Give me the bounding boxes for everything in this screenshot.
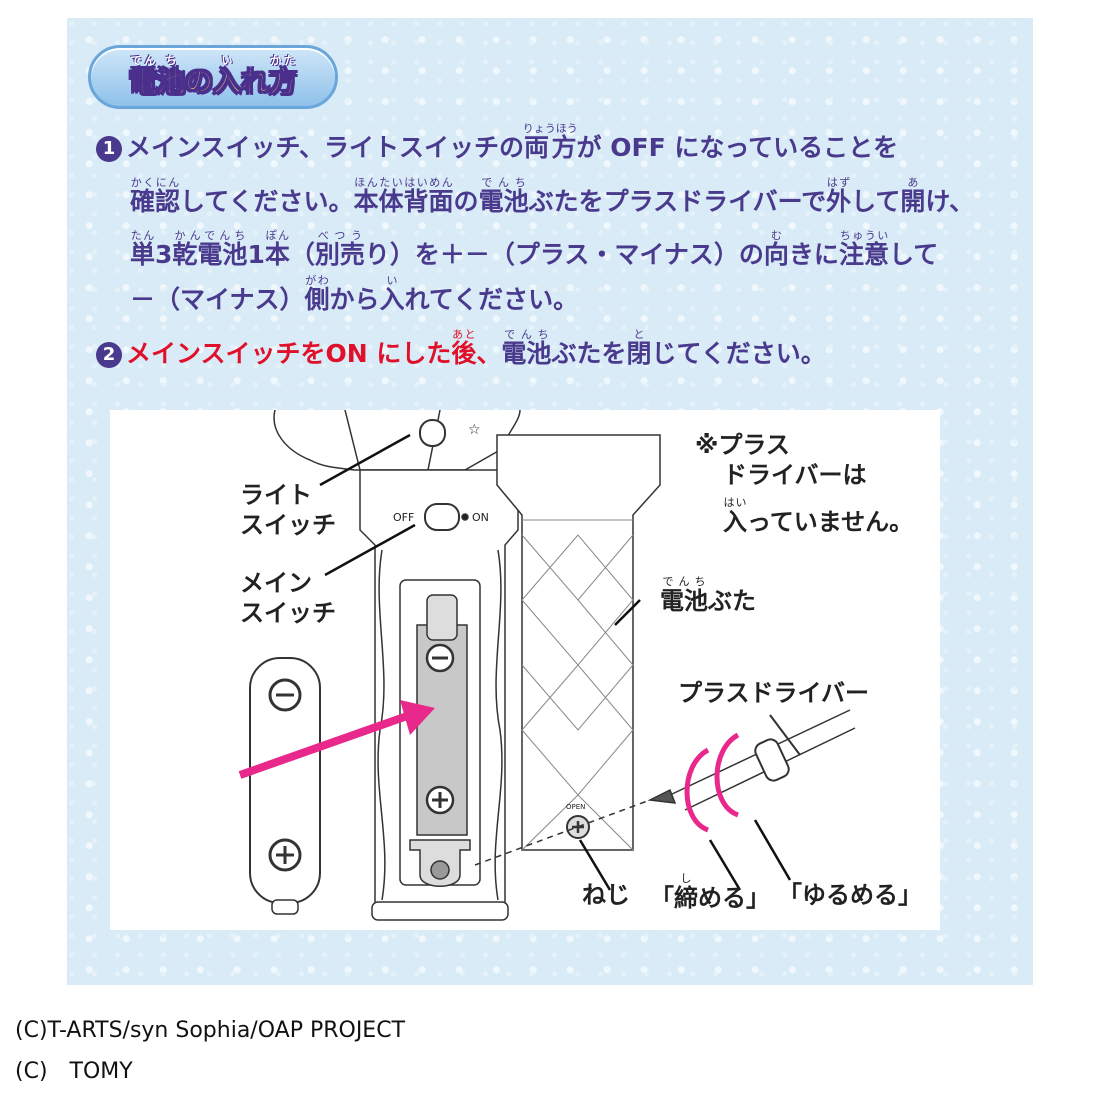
text-segment: 「 [650, 884, 674, 912]
step1-number-badge: 1 [96, 136, 122, 162]
text-segment: 入い [379, 274, 405, 314]
text-segment: して [851, 187, 901, 216]
main-switch-label: メインスイッチ [240, 569, 336, 627]
text-segment: 開あ [900, 176, 926, 216]
step1-text-2: 確認かくにんしてください。本体背面ほんたいはいめんの電池でんちぶたをプラスドライ… [130, 176, 975, 216]
battery-cover [496, 434, 661, 851]
text-segment: っていません。 [747, 508, 914, 536]
text-segment: 、 [476, 339, 502, 368]
text-segment: り）を＋－（プラス・マイナス）の [364, 240, 764, 269]
step1-text-3: 単たん3乾電池かんでんち1本ぽん（別売べつうり）を＋－（プラス・マイナス）の向む… [130, 229, 939, 269]
text-segment: から [329, 285, 380, 314]
step1-line-3: 単たん3乾電池かんでんち1本ぽん（別売べつうり）を＋－（プラス・マイナス）の向む… [130, 229, 938, 271]
text-segment: れてください。 [404, 285, 579, 314]
text-segment: け、 [925, 187, 975, 216]
diagram-illustration [238, 410, 856, 921]
rotation-arrows [684, 732, 740, 833]
text-segment: じてください。 [651, 339, 826, 368]
text-segment: メインスイッチをON にした [126, 339, 452, 368]
light-switch-label: ライトスイッチ [240, 481, 336, 539]
text-segment: 両方りょうほう [522, 122, 578, 162]
open-mark: OPEN [566, 803, 586, 811]
text-segment: メインスイッチ、ライトスイッチの [126, 133, 525, 162]
tighten-label: 「締しめる」 [650, 872, 770, 913]
text-segment: 側がわ [304, 274, 330, 314]
toy-head-outline [273, 410, 521, 471]
text-segment: 後あと [451, 328, 477, 368]
section-header-pill: 電でん池ちの入いれ方かた [88, 45, 338, 109]
text-segment: 単たん [130, 229, 156, 269]
text-segment: 確認かくにん [130, 176, 181, 216]
insert-arrow [238, 711, 412, 779]
battery-cover-label: 電池でんちぶた [660, 575, 756, 616]
copyright-line-2: (C) TOMY [15, 1059, 133, 1084]
text-segment: きに [788, 240, 839, 269]
screwdriver-label: プラスドライバー [678, 679, 870, 707]
screwdriver [474, 709, 856, 866]
note-text: ※プラスドライバーは入はいっていません。 [695, 430, 913, 537]
text-segment: －（マイナス） [130, 285, 305, 314]
section-title: 電でん池ちの入いれ方かた [128, 54, 298, 100]
switch-off-label: OFF [393, 511, 415, 524]
copyright-line-1: (C)T-ARTS/syn Sophia/OAP PROJECT [15, 1018, 406, 1043]
battery-compartment [399, 579, 481, 887]
text-segment: して [888, 240, 939, 269]
step2-number-badge: 2 [96, 342, 122, 368]
text-segment: 注意ちゅうい [838, 229, 889, 269]
text-segment: める」 [698, 884, 770, 912]
step1-line-2: 確認かくにんしてください。本体背面ほんたいはいめんの電池でんちぶたをプラスドライ… [130, 176, 974, 218]
text-segment: 閉と [626, 328, 652, 368]
text-segment: 締し [674, 872, 698, 912]
loosen-label: 「ゆるめる」 [778, 881, 922, 909]
text-segment: 本ぽん [264, 229, 290, 269]
text-segment: 電池でんち [478, 176, 529, 216]
text-segment: ※プラス [695, 431, 790, 459]
text-segment: （ [289, 240, 315, 269]
text-segment: の [453, 187, 479, 216]
text-segment: 電池でんち [501, 328, 552, 368]
text-segment: 向む [763, 229, 789, 269]
text-segment: してください。 [180, 187, 354, 216]
text-segment: 外はず [826, 176, 852, 216]
text-segment: の [184, 65, 213, 99]
screw-label: ねじ [582, 881, 630, 909]
text-segment: ぶた [708, 587, 756, 615]
aa-battery [249, 657, 321, 915]
text-segment: 乾電池かんでんち [172, 229, 248, 269]
text-segment: 本体背面ほんたいはいめん [353, 176, 454, 216]
text-segment: ぶたを [551, 339, 627, 368]
step1-text-1: メインスイッチ、ライトスイッチの両方りょうほうが OFF になっていることを [126, 122, 899, 162]
text-segment: れ [241, 65, 270, 99]
step1-text-4: －（マイナス）側がわから入いれてください。 [130, 274, 579, 314]
text-segment: ドライバーは [723, 461, 867, 489]
switches [419, 419, 469, 531]
switch-on-label: ON [472, 511, 489, 524]
text-segment: が OFF になっていることを [576, 133, 899, 162]
leader-lines [319, 433, 792, 891]
text-segment: 池ち [156, 54, 185, 99]
step1-line-4: －（マイナス）側がわから入いれてください。 [130, 274, 578, 316]
text-segment: 方かた [269, 54, 298, 99]
text-segment: 1 [247, 240, 265, 269]
text-segment: 入い [212, 54, 242, 99]
text-segment: ぶたをプラスドライバーで [528, 187, 827, 216]
battery-diagram: ライトスイッチ メインスイッチ OFF ON ☆ ※プラスドライバーは入はいって… [110, 410, 940, 930]
text-segment: 3 [155, 240, 173, 269]
step2-text: メインスイッチをON にした後あと、電池でんちぶたを閉とじてください。 [126, 328, 826, 368]
text-segment: 別売べつう [314, 229, 365, 269]
star-icon: ☆ [468, 422, 481, 438]
text-segment: 電でん [128, 54, 157, 99]
text-segment: 入はい [723, 496, 747, 536]
text-segment: 電池でんち [660, 575, 708, 615]
